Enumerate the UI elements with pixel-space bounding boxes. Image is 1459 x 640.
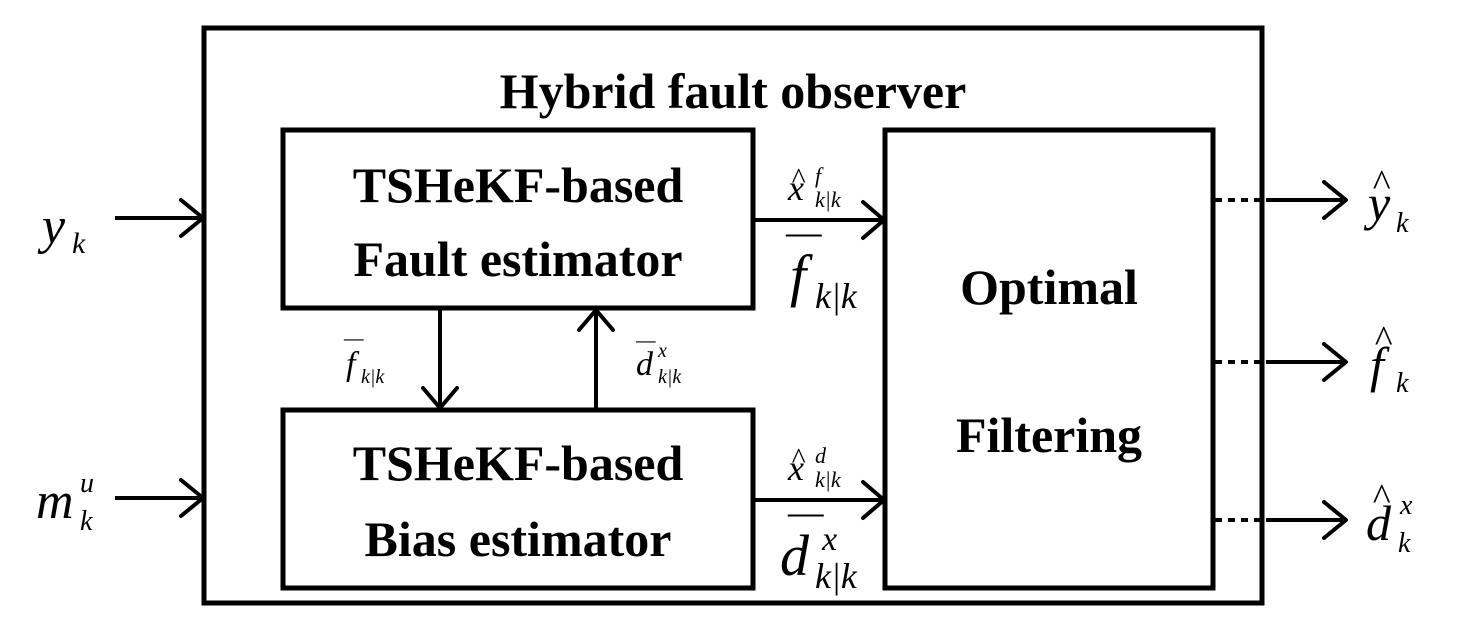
svg-text:y: y — [37, 198, 66, 255]
svg-text:x: x — [1399, 490, 1413, 521]
svg-text:k|k: k|k — [361, 366, 385, 388]
arrow-fault-to-bias — [421, 310, 459, 410]
svg-text:^: ^ — [791, 162, 806, 195]
svg-text:^: ^ — [791, 442, 806, 475]
svg-text:k: k — [1398, 528, 1411, 559]
arrow-bias-to-filter — [755, 480, 886, 520]
svg-text:k: k — [1396, 368, 1409, 399]
input-label-y: y k — [37, 198, 86, 260]
output-label-y-hat: ^ y k — [1363, 163, 1409, 239]
svg-text:d: d — [815, 443, 827, 468]
input-label-m: m u k — [36, 468, 94, 537]
svg-text:m: m — [36, 473, 74, 530]
svg-text:—: — — [343, 325, 364, 350]
svg-text:k: k — [80, 506, 93, 537]
fault-estimator-line2: Fault estimator — [353, 231, 682, 287]
svg-text:k|k: k|k — [815, 276, 858, 316]
svg-text:k|k: k|k — [815, 467, 842, 492]
signal-d-bar-main: — d x k|k — [780, 489, 858, 596]
svg-text:f: f — [815, 163, 824, 188]
svg-text:x: x — [787, 448, 804, 488]
bias-estimator-block: TSHeKF-based Bias estimator — [280, 407, 756, 591]
svg-text:d: d — [636, 346, 654, 383]
filtering-line2: Filtering — [956, 407, 1142, 463]
svg-text:k|k: k|k — [815, 556, 858, 596]
output-label-d-hat: ^ d x k — [1366, 477, 1413, 559]
bias-estimator-line2: Bias estimator — [365, 511, 672, 567]
svg-text:—: — — [785, 209, 822, 254]
output-arrow-y — [1215, 180, 1348, 220]
signal-x-hat-f: ^ x f k|k — [787, 162, 842, 212]
svg-text:^: ^ — [1374, 319, 1393, 361]
output-label-f-hat: ^ f k — [1370, 319, 1409, 399]
svg-text:k|k: k|k — [658, 366, 682, 388]
fault-estimator-block: TSHeKF-based Fault estimator — [280, 127, 756, 311]
input-arrow-y — [115, 198, 205, 238]
input-arrow-m — [115, 478, 205, 518]
svg-text:x: x — [787, 168, 804, 208]
svg-text:—: — — [787, 489, 824, 534]
svg-text:k: k — [72, 227, 86, 260]
observer-title: Hybrid fault observer — [500, 63, 967, 119]
arrow-fault-to-filter — [755, 200, 886, 240]
svg-text:k: k — [1396, 208, 1409, 239]
bias-estimator-line1: TSHeKF-based — [353, 435, 684, 491]
svg-text:^: ^ — [1372, 163, 1391, 205]
fault-estimator-line1: TSHeKF-based — [353, 157, 684, 213]
output-arrow-d — [1215, 500, 1348, 540]
signal-d-bar-small: — d x k|k — [635, 327, 682, 388]
signal-x-hat-d: ^ x d k|k — [787, 442, 842, 492]
output-arrow-f — [1215, 342, 1348, 382]
svg-text:k|k: k|k — [815, 187, 842, 212]
svg-text:d: d — [780, 523, 810, 588]
optimal-filtering-block: Optimal Filtering — [882, 127, 1216, 591]
svg-text:y: y — [1363, 175, 1391, 231]
arrow-bias-to-fault — [577, 308, 615, 408]
svg-text:—: — — [635, 327, 656, 352]
svg-text:x: x — [657, 340, 667, 362]
svg-text:^: ^ — [1372, 477, 1391, 519]
svg-text:u: u — [80, 468, 94, 499]
svg-text:x: x — [821, 521, 837, 558]
svg-text:d: d — [1366, 495, 1392, 551]
filtering-line1: Optimal — [960, 259, 1138, 315]
